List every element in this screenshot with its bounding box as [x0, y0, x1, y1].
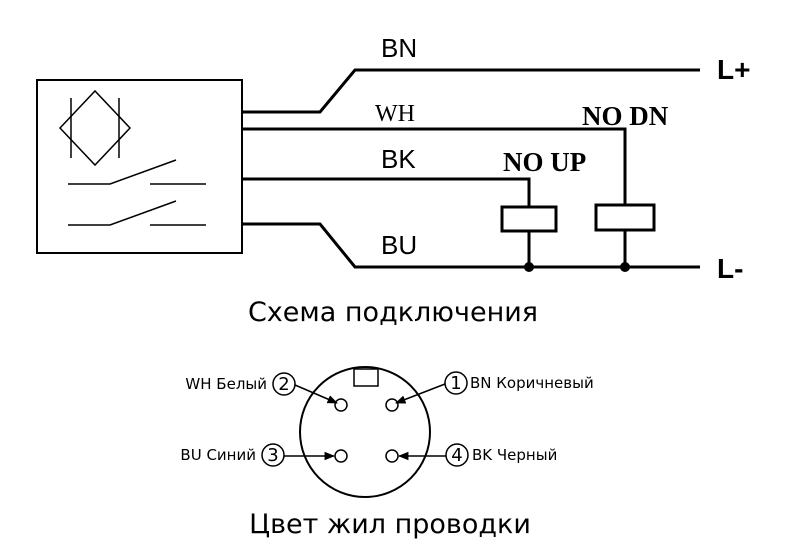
- pin-2: 2 WH Белый: [185, 372, 338, 404]
- load-no-dn: [594, 203, 656, 272]
- output-label-no-dn: NO DN: [582, 101, 669, 131]
- pin-4-label: BK Черный: [472, 446, 557, 464]
- connector-face: [299, 366, 431, 498]
- wire-wh: [242, 127, 627, 205]
- connector-caption: Цвет жил проводки: [249, 509, 531, 540]
- sensor-face-icon: [58, 89, 132, 167]
- wire-label-wh: WH: [375, 101, 415, 127]
- pin-1-number-circle: [444, 371, 468, 395]
- wiring-caption: Схема подключения: [248, 297, 538, 328]
- pin-2-number: 2: [278, 374, 289, 395]
- pin-3-number-circle: [261, 443, 285, 467]
- sensor-body: [36, 79, 243, 254]
- pin-1-number: 1: [450, 373, 461, 394]
- rail-label-negative: L-: [717, 253, 743, 284]
- wire-bn: [242, 68, 700, 114]
- load-no-up: [500, 205, 558, 272]
- switch-contacts-icon: [68, 159, 206, 226]
- wire-bk: [242, 177, 531, 207]
- wire-label-bk: BK: [381, 144, 416, 174]
- pin-3-label: BU Синий: [180, 446, 256, 464]
- rail-label-positive: L+: [717, 54, 750, 85]
- pin-2-label: WH Белый: [185, 375, 267, 393]
- pin-3-number: 3: [267, 445, 278, 466]
- wire-label-bn: BN: [381, 33, 417, 63]
- pin-1-label: BN Коричневый: [470, 374, 594, 392]
- pin-2-number-circle: [272, 372, 296, 396]
- pin-3: 3 BU Синий: [180, 443, 336, 467]
- output-label-no-up: NO UP: [503, 147, 586, 177]
- wire-label-bu: BU: [381, 230, 417, 260]
- pin-4-number: 4: [451, 445, 462, 466]
- pin-1: 1 BN Коричневый: [395, 371, 594, 404]
- pin-4: 4 BK Черный: [397, 443, 557, 467]
- pin-4-number-circle: [445, 443, 469, 467]
